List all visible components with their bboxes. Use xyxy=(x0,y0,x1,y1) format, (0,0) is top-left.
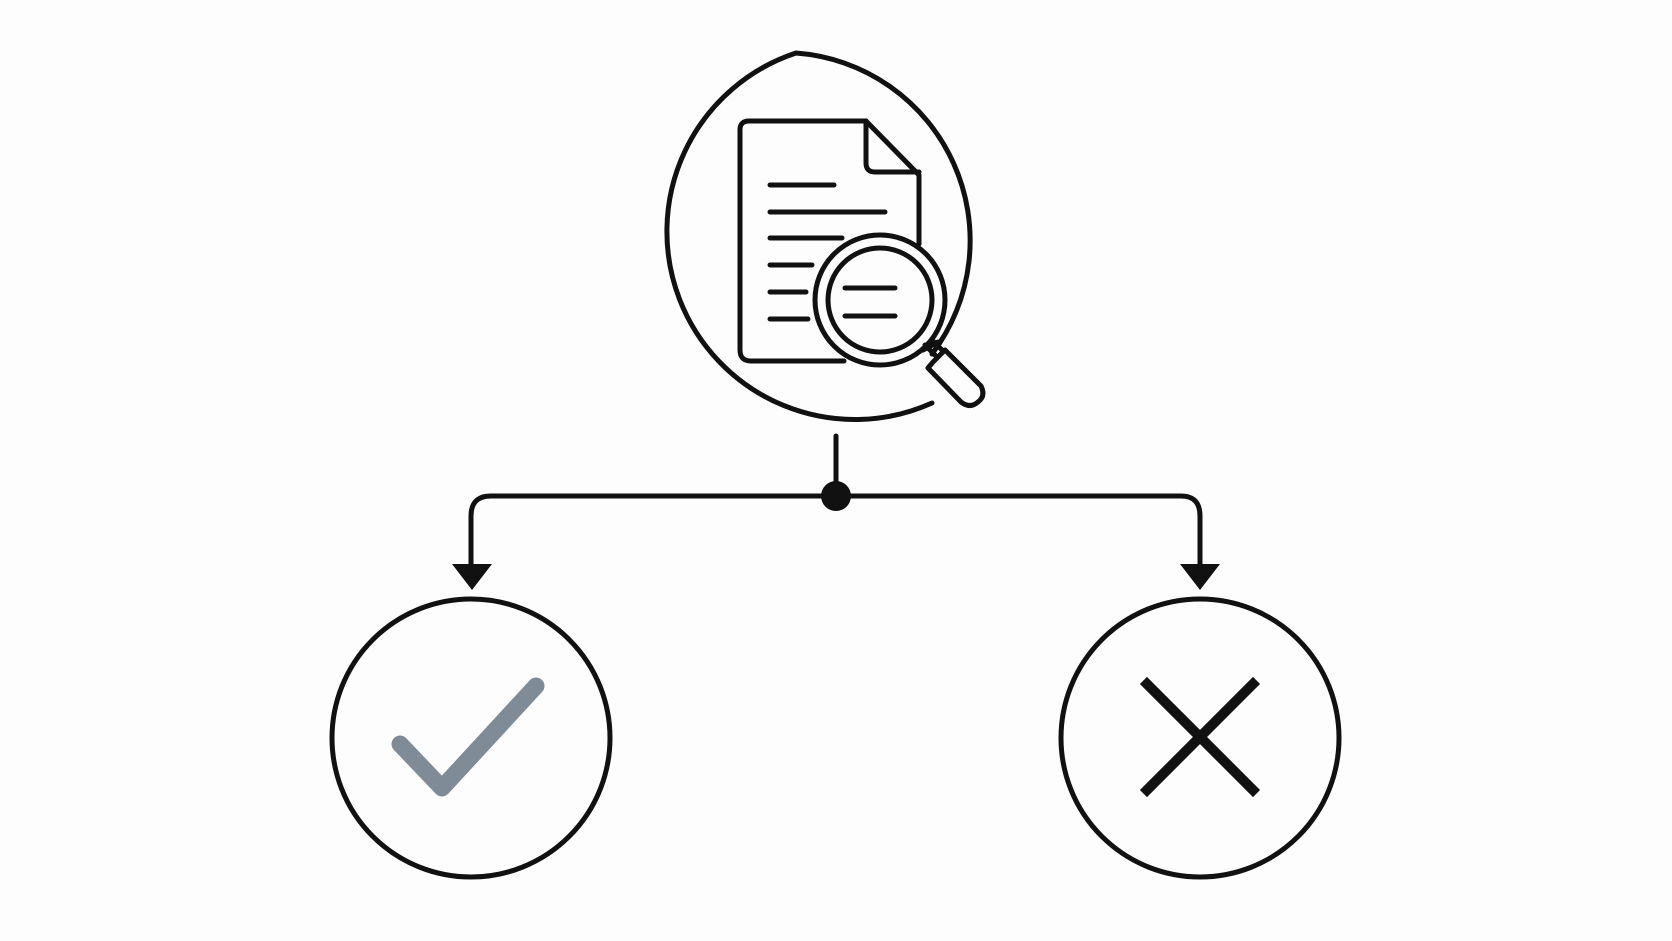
magnifier-outer-ring xyxy=(812,232,948,368)
approve-node xyxy=(329,596,613,880)
document-outline xyxy=(737,118,922,364)
magnifier-inner-ring xyxy=(825,245,935,355)
junction-dot xyxy=(821,481,851,511)
document-search-icon xyxy=(737,118,986,408)
cross-stroke xyxy=(1139,676,1261,798)
arrowhead-right xyxy=(1180,564,1220,590)
review-node xyxy=(664,50,986,423)
branch-line-left xyxy=(468,493,839,570)
cross-icon xyxy=(1139,676,1261,798)
reject-node-ring xyxy=(1058,596,1342,880)
branch-line-right xyxy=(833,493,1203,570)
reject-node xyxy=(1058,596,1342,880)
document-fold xyxy=(863,118,922,175)
approve-node-ring xyxy=(329,596,613,880)
magnifier-handle xyxy=(925,347,986,408)
magnifier-neck xyxy=(920,338,946,358)
arrowhead-left xyxy=(452,564,492,590)
review-node-ring xyxy=(664,50,973,423)
checkmark-icon xyxy=(391,677,545,797)
